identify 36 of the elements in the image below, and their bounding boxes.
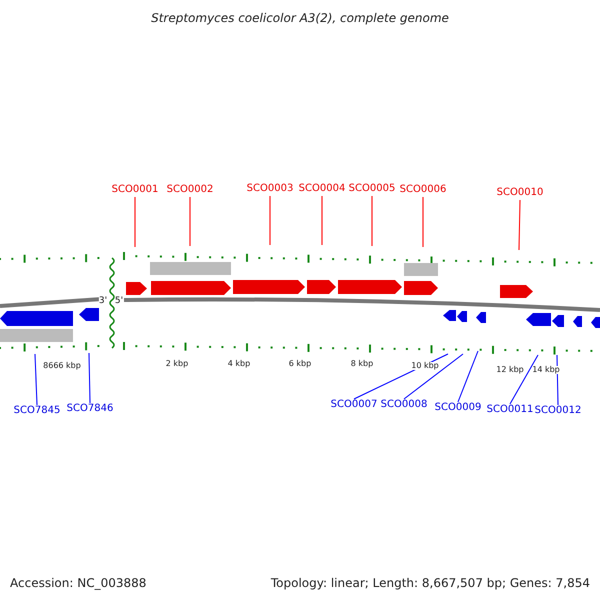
- gene-label: SCO7845: [14, 406, 60, 416]
- scale-label: 8666 kbp: [43, 362, 81, 370]
- leader-line: [556, 354, 558, 406]
- leader-line: [518, 200, 520, 250]
- gene-label: SCO0010: [496, 188, 544, 198]
- accession-text: Accession: NC_003888: [10, 577, 146, 589]
- leader-line: [404, 354, 464, 400]
- leader-line: [458, 350, 478, 402]
- scale-label: 4 kbp: [228, 360, 250, 368]
- title: Streptomyces coelicolor A3(2), complete genome: [151, 12, 449, 24]
- scale-label: 10 kbp: [411, 362, 439, 370]
- leader-line: [88, 352, 90, 404]
- scale-label: 14 kbp: [532, 366, 560, 374]
- leader-line: [422, 196, 424, 248]
- scale-label: 2 kbp: [166, 360, 188, 368]
- strand-label: 3': [98, 297, 108, 306]
- genome-info-text: Topology: linear; Length: 8,667,507 bp; Genes: 7,854: [270, 577, 590, 589]
- gene-label: SCO0003: [246, 184, 294, 194]
- leader-line: [34, 354, 38, 406]
- scale-label: 8 kbp: [350, 360, 374, 368]
- leader-line: [134, 196, 136, 248]
- gene-label: SCO0012: [534, 406, 582, 416]
- scale-label: 12 kbp: [496, 366, 524, 374]
- gene-label: SCO0001: [112, 185, 158, 195]
- scale-label: 6 kbp: [288, 360, 312, 368]
- gene-label: SCO0005: [348, 184, 396, 194]
- gene-label: SCO0004: [298, 184, 346, 194]
- gene-label: SCO0006: [400, 185, 446, 195]
- gene-label: SCO7846: [66, 404, 114, 414]
- leader-line: [510, 354, 538, 404]
- gene-label: SCO0011: [486, 405, 534, 415]
- gene-label: SCO0009: [434, 403, 482, 413]
- gene-label: SCO0002: [166, 185, 214, 195]
- gene-label: SCO0007: [330, 400, 378, 410]
- gene-label: SCO0008: [380, 400, 428, 410]
- strand-label: 5': [114, 297, 124, 306]
